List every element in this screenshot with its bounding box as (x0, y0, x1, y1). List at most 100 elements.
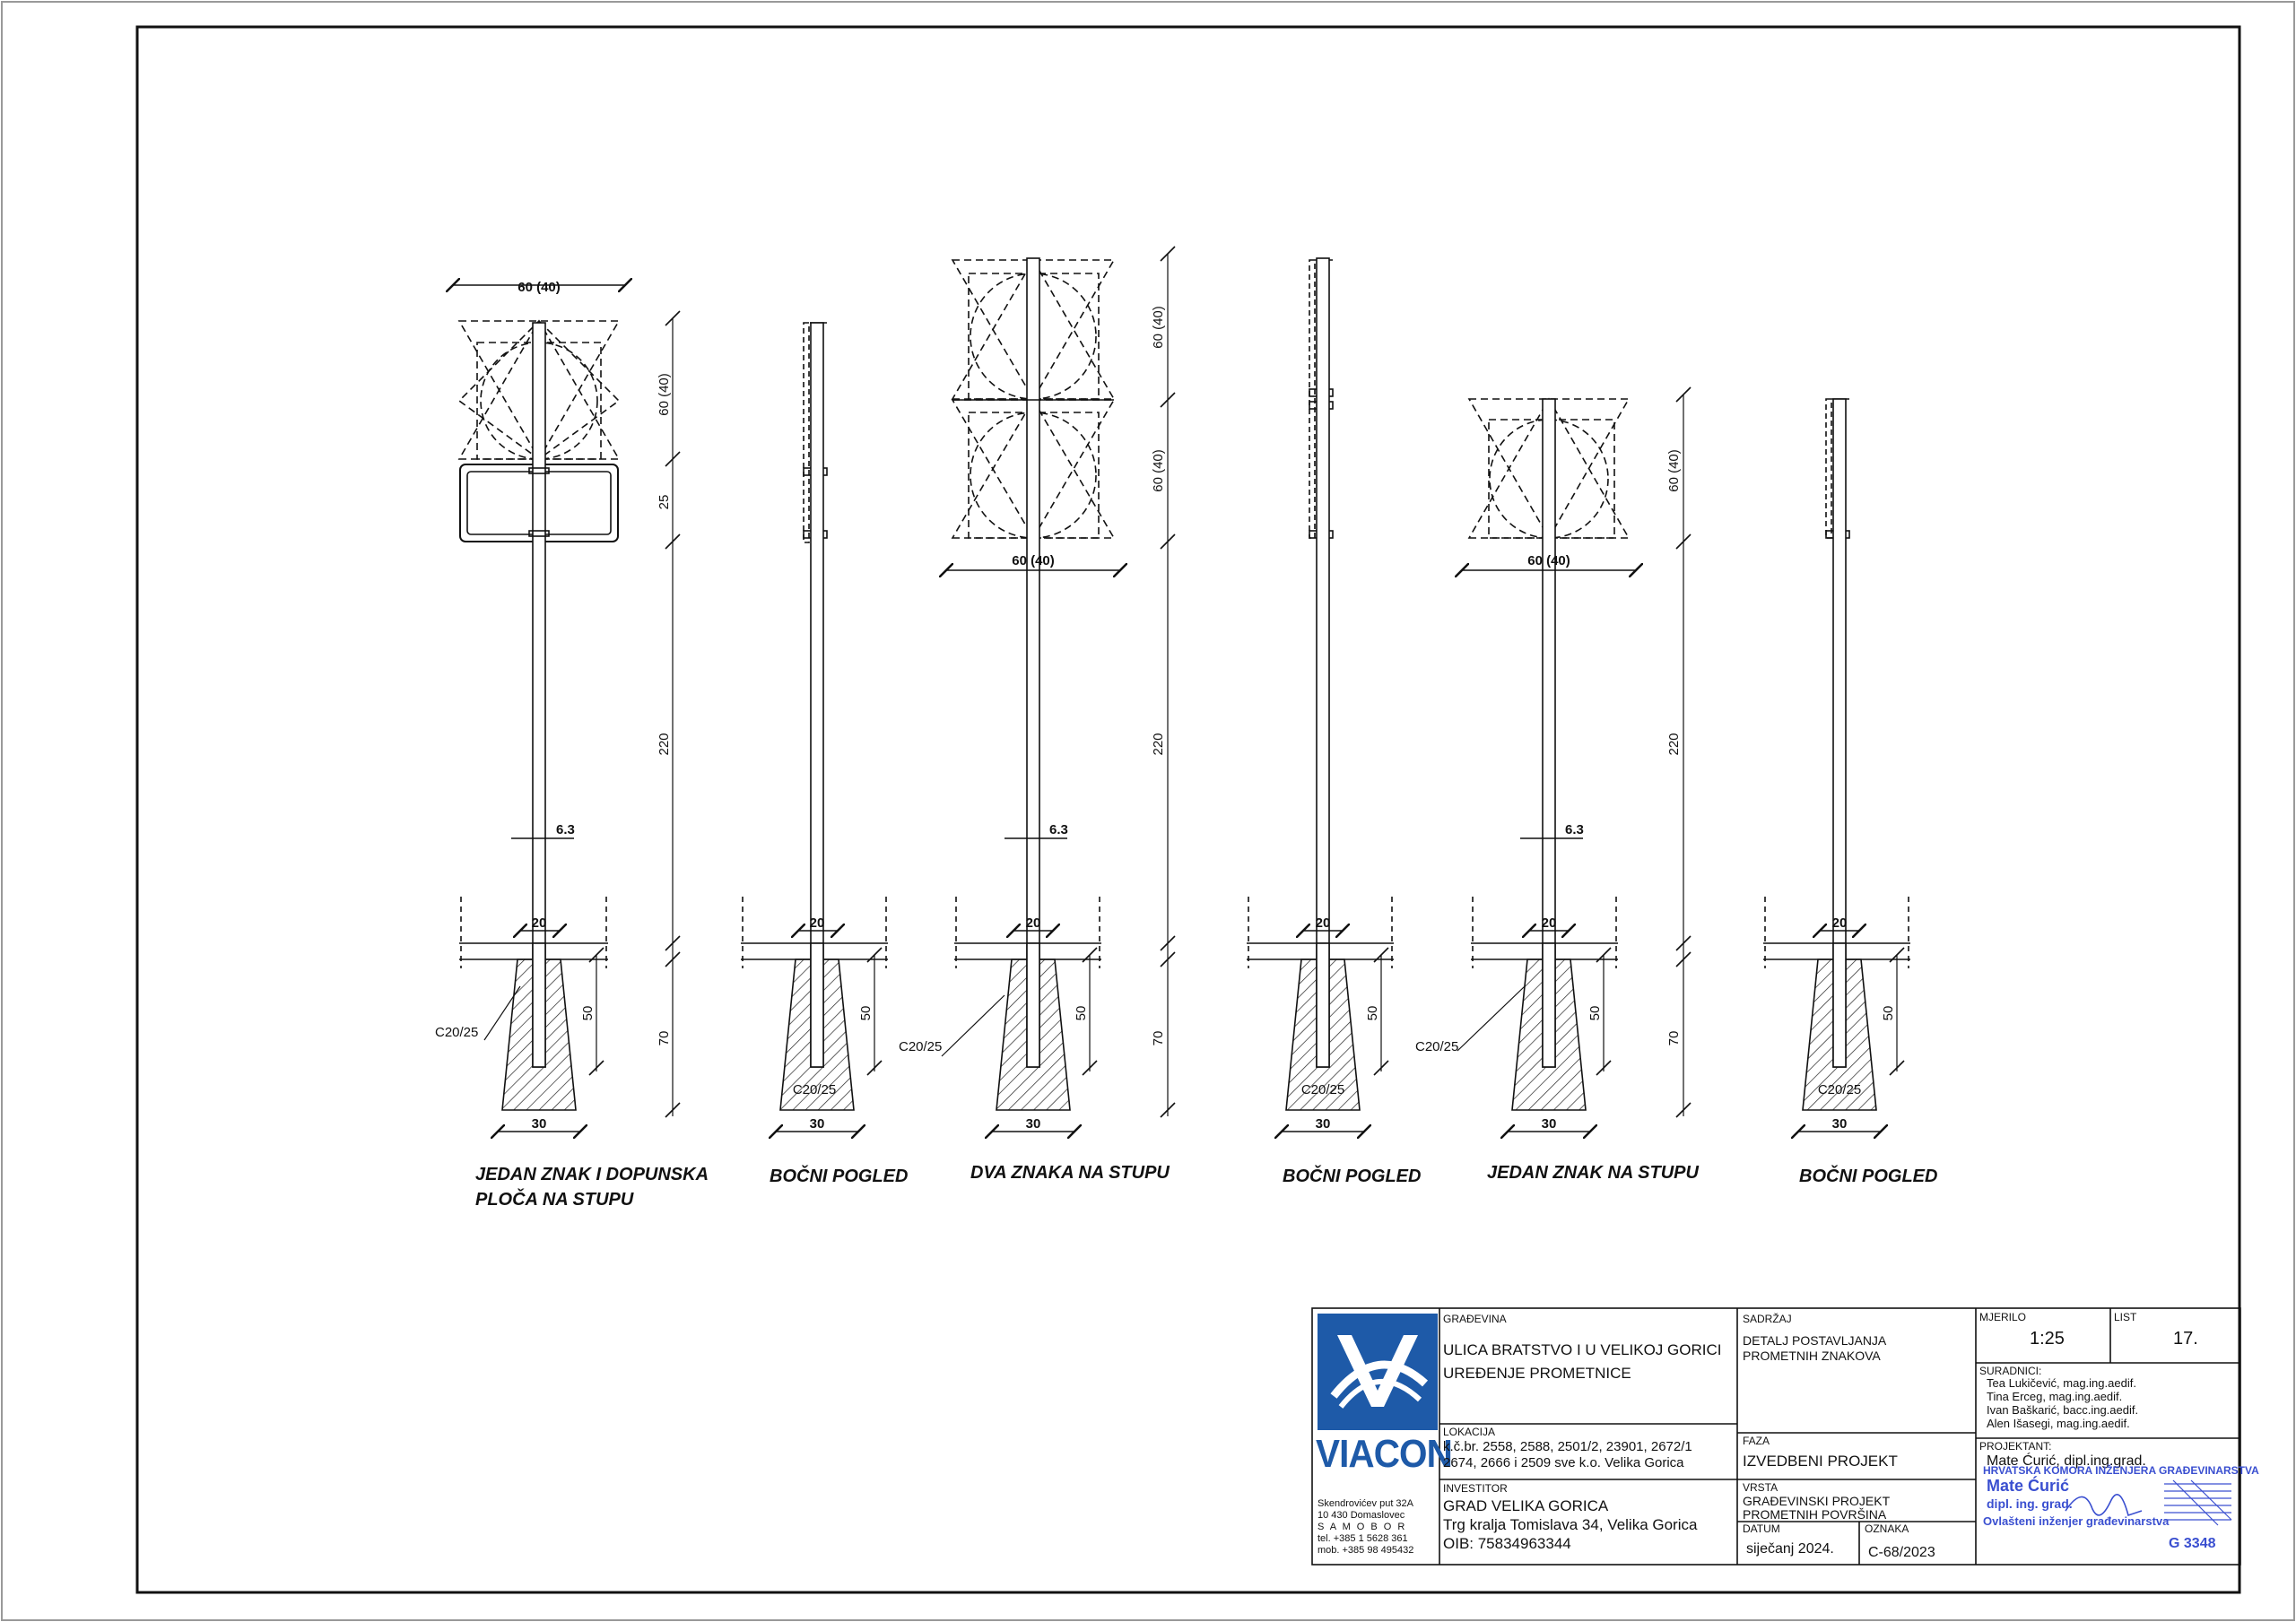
dim-foundation-width: 30 (1026, 1116, 1041, 1132)
company-logo (1318, 1314, 1438, 1430)
stamp-chamber: HRVATSKA KOMORA INŽENJERA GRAĐEVINARSTVA (1983, 1464, 2259, 1477)
view-side-3 (1763, 398, 1910, 1132)
dim-foundation-width: 30 (532, 1116, 547, 1132)
dim-sign-height: 60 (40) (1151, 306, 1166, 349)
faza-label: FAZA (1743, 1435, 1770, 1447)
dim-sign-height: 60 (40) (657, 373, 672, 416)
view-side-2 (1247, 257, 1394, 1132)
faza-value: IZVEDBENI PROJEKT (1743, 1453, 1898, 1470)
dim-sign-height: 60 (40) (1666, 449, 1682, 492)
investitor-line1: GRAD VELIKA GORICA (1443, 1497, 1609, 1514)
signature-stamp-graphic (2065, 1479, 2232, 1526)
dim-foundation-width: 30 (1542, 1116, 1557, 1132)
projektant-label: PROJEKTANT: (1979, 1440, 2052, 1453)
dim-foundation-width: 30 (810, 1116, 825, 1132)
suradnik-3: Ivan Baškarić, bacc.ing.aedif. (1987, 1403, 2139, 1417)
view-title: JEDAN ZNAK I DOPUNSKA (475, 1165, 709, 1184)
view-single-sign (1457, 386, 1692, 1132)
suradnik-2: Tina Erceg, mag.ing.aedif. (1987, 1390, 2123, 1403)
vrsta-label: VRSTA (1743, 1481, 1779, 1494)
dim-embed-depth: 50 (1365, 1006, 1380, 1021)
dim-pole-diameter: 6.3 (1049, 822, 1068, 837)
stamp-name: Mate Ćurić (1987, 1477, 2070, 1495)
dim-sign-width: 60 (40) (1527, 553, 1570, 568)
dim-embed-depth: 50 (1587, 1006, 1603, 1021)
dim-pole-diameter: 6.3 (1565, 822, 1584, 837)
view-title: BOČNI POGLED (1283, 1165, 1421, 1186)
concrete-class: C20/25 (1818, 1082, 1861, 1097)
view-title: JEDAN ZNAK NA STUPU (1487, 1163, 1699, 1183)
dim-embed-depth: 50 (1881, 1006, 1896, 1021)
concrete-class: C20/25 (793, 1082, 836, 1097)
suradnik-1: Tea Lukičević, mag.ing.aedif. (1987, 1376, 2136, 1390)
dim-sign-height-2: 60 (40) (1151, 449, 1166, 492)
mjerilo-label: MJERILO (1979, 1311, 2027, 1323)
address-postcode: 10 430 Domaslovec (1318, 1510, 1405, 1521)
view-title: DVA ZNAKA NA STUPU (970, 1163, 1170, 1183)
dim-socket-width: 20 (532, 915, 547, 931)
view-title-line2: PLOČA NA STUPU (475, 1188, 634, 1210)
stamp-number: G 3348 (2169, 1536, 2216, 1551)
view-side-1 (741, 322, 888, 1132)
company-name: VIACON (1316, 1432, 1453, 1476)
dim-foundation-depth: 70 (1666, 1031, 1682, 1046)
dim-embed-depth: 50 (858, 1006, 874, 1021)
datum-value: siječanj 2024. (1746, 1541, 1834, 1557)
concrete-class: C20/25 (435, 1025, 478, 1040)
dim-socket-width: 20 (1832, 915, 1848, 931)
lokacija-line2: 2674, 2666 i 2509 sve k.o. Velika Gorica (1443, 1455, 1684, 1470)
dim-socket-width: 20 (1542, 915, 1557, 931)
titleblock: VIACON Skendrovićev put 32A 10 430 Domas… (1312, 1308, 2259, 1565)
concrete-class: C20/25 (1415, 1039, 1458, 1054)
oznaka-label: OZNAKA (1865, 1522, 1909, 1535)
projektant-value: Mate Ćurić, dipl.ing.grad. (1987, 1453, 2146, 1469)
investitor-line2: Trg kralja Tomislava 34, Velika Gorica (1443, 1516, 1698, 1533)
gradevina-line2: UREĐENJE PROMETNICE (1443, 1365, 1631, 1382)
view-two-signs (942, 246, 1176, 1132)
stamp-degree: dipl. ing. grad. (1987, 1496, 2073, 1511)
dim-foundation-depth: 70 (657, 1031, 672, 1046)
vrsta-line1: GRAĐEVINSKI PROJEKT (1743, 1494, 1891, 1508)
sadrzaj-label: SADRŽAJ (1743, 1313, 1792, 1325)
view-title: BOČNI POGLED (1799, 1165, 1937, 1186)
dim-sign-width: 60 (40) (1012, 553, 1055, 568)
dim-foundation-depth: 70 (1151, 1031, 1166, 1046)
sadrzaj-line2: PROMETNIH ZNAKOVA (1743, 1349, 1881, 1363)
viacon-logo-icon (1330, 1335, 1429, 1409)
dim-foundation-width: 30 (1316, 1116, 1331, 1132)
dim-sign-width: 60 (40) (517, 280, 561, 295)
suradnik-4: Alen Išasegi, mag.ing.aedif. (1987, 1417, 2130, 1430)
dim-pole-height: 220 (1151, 733, 1166, 755)
dim-foundation-width: 30 (1832, 1116, 1848, 1132)
sign-triangle-inv-dashed (457, 319, 621, 460)
list-value: 17. (2173, 1329, 2198, 1349)
view-single-sign-with-plate (453, 285, 681, 1132)
view-title: BOČNI POGLED (770, 1165, 908, 1186)
dim-pole-diameter: 6.3 (556, 822, 575, 837)
dim-socket-width: 20 (1316, 915, 1331, 931)
address-street: Skendrovićev put 32A (1318, 1498, 1414, 1509)
dim-embed-depth: 50 (580, 1006, 596, 1021)
gradevina-label: GRAĐEVINA (1443, 1313, 1507, 1325)
vrsta-line2: PROMETNIH POVRŠINA (1743, 1507, 1887, 1522)
address-mobile: mob. +385 98 495432 (1318, 1545, 1414, 1556)
dim-socket-width: 20 (1026, 915, 1041, 931)
dim-pole-height: 220 (1666, 733, 1682, 755)
lokacija-line1: k.č.br. 2558, 2588, 2501/2, 23901, 2672/… (1443, 1439, 1692, 1454)
investitor-label: INVESTITOR (1443, 1482, 1508, 1495)
titleblock-grid (1311, 1307, 2241, 1566)
dim-pole-height: 220 (657, 733, 672, 755)
oznaka-value: C-68/2023 (1868, 1545, 1935, 1560)
dim-socket-width: 20 (810, 915, 825, 931)
address-phone: tel. +385 1 5628 361 (1318, 1533, 1408, 1544)
address-city: S A M O B O R (1318, 1522, 1407, 1532)
list-label: LIST (2114, 1311, 2137, 1323)
lokacija-label: LOKACIJA (1443, 1426, 1496, 1438)
mjerilo-value: 1:25 (2030, 1329, 2065, 1349)
suradnici-label: SURADNICI: (1979, 1365, 2042, 1377)
dim-embed-depth: 50 (1074, 1006, 1089, 1021)
dim-plate-height: 25 (657, 495, 672, 510)
